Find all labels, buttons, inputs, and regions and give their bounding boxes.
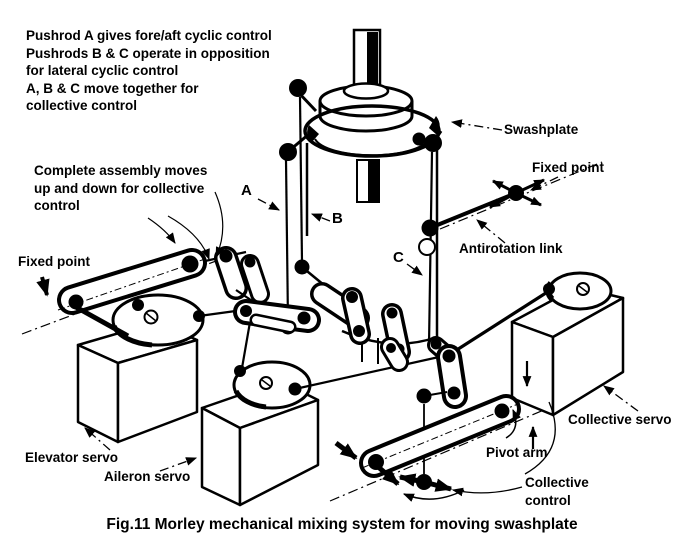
right-bellcrank [380, 336, 468, 474]
collective-servo-label: Collective servo [568, 412, 672, 427]
cyclic-notes: Pushrod A gives fore/aft cyclic control … [26, 27, 272, 115]
collective-leader [603, 385, 639, 412]
fixed-point-right-leader [530, 176, 559, 191]
pushrod-b-rod [298, 96, 304, 263]
note-line: Pushrod A gives fore/aft cyclic control [26, 28, 272, 43]
note-line: A, B & C move together for [26, 80, 199, 96]
antirotation-link-label: Antirotation link [459, 241, 563, 256]
pivot-arm-assembly [334, 361, 538, 486]
note-line: control [34, 198, 80, 213]
antirotation-leader [476, 219, 506, 244]
elevator-leader [84, 427, 111, 451]
pivot-arm-label: Pivot arm [486, 445, 548, 460]
pushrods [279, 79, 443, 346]
left-lever-assembly [36, 248, 207, 339]
aileron-servo-label: Aileron servo [104, 469, 191, 484]
note-line: collective control [26, 98, 138, 113]
swashplate-label: Swashplate [504, 122, 579, 137]
collective-control-line2: control [525, 493, 571, 508]
assembly-note: Complete assembly moves up and down for … [34, 162, 207, 215]
pushrod-b-label: B [332, 210, 343, 227]
pushrod-a-rod [284, 159, 290, 324]
aileron-servo-disc [232, 353, 449, 410]
aileron-leader [159, 457, 198, 472]
note-line: Complete assembly moves [34, 163, 208, 178]
note-line: for lateral cyclic control [26, 63, 179, 78]
pushrod-c-label: C [393, 249, 404, 266]
fixed-point-right-label: Fixed point [532, 160, 604, 175]
antirotation-assembly [429, 178, 545, 230]
collective-control-arrows [398, 401, 556, 502]
label-leaders [84, 119, 639, 472]
swashplate-assembly [303, 82, 441, 158]
elevator-servo-label: Elevator servo [25, 450, 119, 465]
drum [305, 143, 439, 364]
collective-servo-disc [451, 271, 613, 355]
pushrod-b-leader [310, 213, 331, 222]
pushrod-a-label: A [241, 182, 252, 199]
elevator-servo-disc [111, 293, 244, 348]
swashplate-leader [450, 119, 503, 131]
figure-caption: Fig.11 Morley mechanical mixing system f… [106, 516, 578, 533]
pushrod-c-leader [406, 263, 423, 276]
assembly-leader-curves [147, 191, 225, 261]
collective-control-line1: Collective [525, 475, 589, 490]
note-line: Pushrods B & C operate in opposition [26, 45, 270, 61]
collective-control-label: Collective control [525, 474, 589, 510]
pushrod-a-leader [257, 198, 280, 211]
note-line: up and down for collective [34, 180, 205, 196]
fixed-point-left-label: Fixed point [18, 254, 90, 269]
